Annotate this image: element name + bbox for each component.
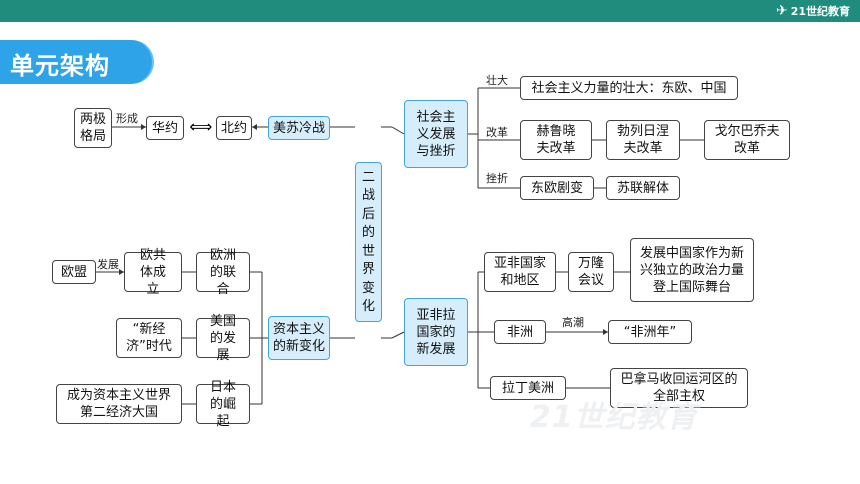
center-char: 二 bbox=[361, 170, 375, 185]
reform-label: 改革 bbox=[486, 126, 508, 139]
page-title: 单元架构 bbox=[10, 52, 110, 80]
runner-icon: ✈ bbox=[775, 3, 788, 19]
site-logo: ✈ 21世纪教育 bbox=[776, 2, 850, 20]
eastern-europe-upheaval-box: 东欧剧变 bbox=[520, 176, 594, 200]
develop-label: 发展 bbox=[97, 258, 119, 271]
africa-year-box: “非洲年” bbox=[608, 320, 692, 344]
afro-asian-latin-topic-box: 亚非拉国家的新发展 bbox=[404, 298, 468, 366]
climax-label: 高潮 bbox=[562, 316, 584, 329]
center-topic-box: 二 战 后 的 世 界 变 化 bbox=[355, 162, 382, 322]
logo-text: 21世纪教育 bbox=[790, 5, 850, 18]
bandung-box: 万隆会议 bbox=[568, 252, 614, 292]
grow-label: 壮大 bbox=[486, 74, 508, 87]
brezhnev-reform-box: 勃列日涅夫改革 bbox=[606, 120, 680, 160]
bipolar-box: 两极格局 bbox=[74, 108, 112, 148]
eu-box: 欧盟 bbox=[52, 260, 96, 284]
center-char: 世 bbox=[361, 243, 375, 259]
capitalism-change-box: 资本主义的新变化 bbox=[268, 316, 330, 360]
socialist-growth-box: 社会主义力量的壮大：东欧、中国 bbox=[520, 76, 738, 100]
panama-box: 巴拿马收回运河区的全部主权 bbox=[610, 368, 748, 408]
nato-box: 北约 bbox=[216, 116, 252, 140]
setback-label: 挫折 bbox=[486, 172, 508, 185]
top-bar: ✈ 21世纪教育 bbox=[0, 0, 860, 22]
warsaw-box: 华约 bbox=[146, 116, 184, 140]
africa-box: 非洲 bbox=[494, 320, 546, 344]
center-char: 变 bbox=[361, 280, 375, 296]
asia-africa-box: 亚非国家和地区 bbox=[484, 252, 556, 292]
latin-america-box: 拉丁美洲 bbox=[490, 376, 566, 400]
gorbachev-reform-box: 戈尔巴乔夫改革 bbox=[704, 120, 790, 160]
japan-rise-box: 日本的崛起 bbox=[196, 380, 250, 429]
title-banner: 单元架构 bbox=[0, 40, 154, 84]
bidirectional-arrow-icon: ⟺ bbox=[189, 117, 213, 136]
europe-union-box: 欧洲的联合 bbox=[196, 248, 250, 297]
us-development-box: 美国的发展 bbox=[196, 314, 250, 363]
watermark: 21世纪教育 bbox=[530, 400, 698, 435]
center-char: 界 bbox=[361, 262, 375, 278]
japan-second-economy-box: 成为资本主义世界第二经济大国 bbox=[56, 384, 182, 424]
cold-war-box: 美苏冷战 bbox=[268, 116, 330, 140]
khrushchev-reform-box: 赫鲁晓夫改革 bbox=[520, 120, 592, 160]
new-economy-box: “新经济”时代 bbox=[116, 318, 182, 358]
ussr-dissolution-box: 苏联解体 bbox=[606, 176, 680, 200]
bandung-result-box: 发展中国家作为新兴独立的政治力量登上国际舞台 bbox=[630, 238, 754, 302]
center-char: 后 bbox=[361, 206, 375, 222]
center-char: 战 bbox=[361, 188, 375, 204]
formed-label: 形成 bbox=[116, 112, 138, 125]
center-char: 的 bbox=[361, 225, 375, 241]
center-char: 化 bbox=[361, 298, 375, 314]
ec-founded-box: 欧共体成立 bbox=[124, 248, 182, 297]
socialism-topic-box: 社会主义发展与挫折 bbox=[404, 100, 468, 168]
